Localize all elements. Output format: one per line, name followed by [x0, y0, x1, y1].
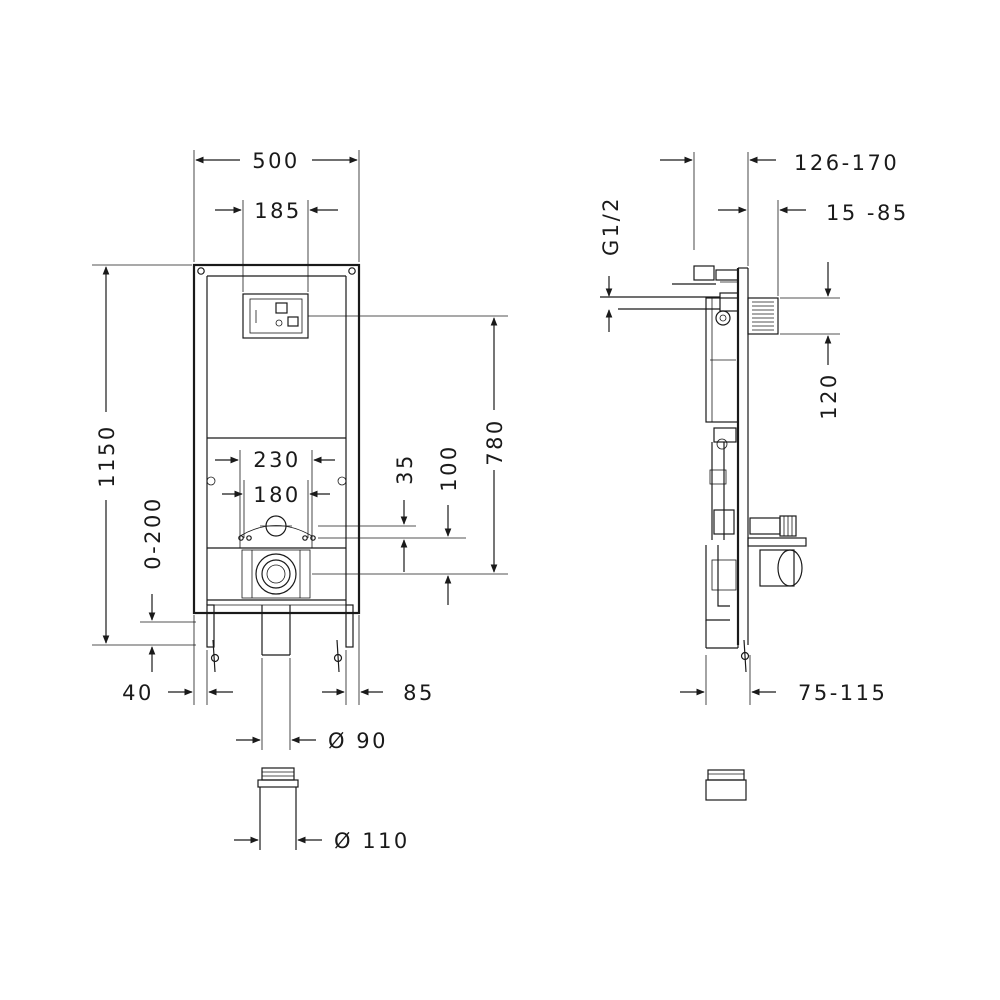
dim-right-margin: 85 — [403, 681, 435, 705]
frame-feet — [206, 604, 354, 673]
top-bracket — [672, 265, 739, 285]
dim-left-margin: 40 — [122, 681, 154, 705]
dim-water-inlet: G1/2 — [599, 196, 623, 256]
dim-plate-depth: 15 -85 — [826, 201, 909, 225]
pipe-adapter-front — [257, 767, 299, 850]
dim-wall-depth: 126-170 — [794, 151, 899, 175]
dim-width-overall: 500 — [252, 149, 300, 173]
pan-connection-disc — [238, 515, 316, 541]
dim-bolt-offset: 35 — [393, 453, 417, 485]
pipe-adapter-side — [705, 769, 747, 801]
dim-pan-connection-spacing: 230 — [253, 448, 301, 472]
dim-pipe-diameter-small: Ø 90 — [328, 729, 388, 753]
dim-pan-bolt-spacing: 180 — [253, 483, 301, 507]
plate-projection — [747, 297, 779, 335]
dim-flush-plate-width: 185 — [254, 199, 302, 223]
dim-inlet-height: 120 — [817, 372, 841, 420]
frame-outline — [192, 263, 361, 615]
flush-plate — [242, 293, 309, 339]
drain-bend — [241, 549, 311, 599]
dim-height-overall: 1150 — [95, 424, 119, 487]
dim-foot-depth: 75-115 — [798, 681, 887, 705]
dim-leg-extension: 0-200 — [141, 496, 165, 570]
cistern — [705, 297, 739, 450]
front-view: 500 185 1150 0-200 780 35 100 230 180 40… — [92, 149, 508, 853]
dim-pipe-diameter-large: Ø 110 — [334, 829, 410, 853]
pan-connector-side — [747, 515, 807, 587]
dim-flush-plate-height: 780 — [483, 418, 507, 466]
dim-drain-offset: 100 — [437, 444, 461, 492]
side-view: 126-170 15 -85 G1/2 120 75-115 — [599, 151, 909, 801]
drain-bend-side — [705, 545, 739, 649]
